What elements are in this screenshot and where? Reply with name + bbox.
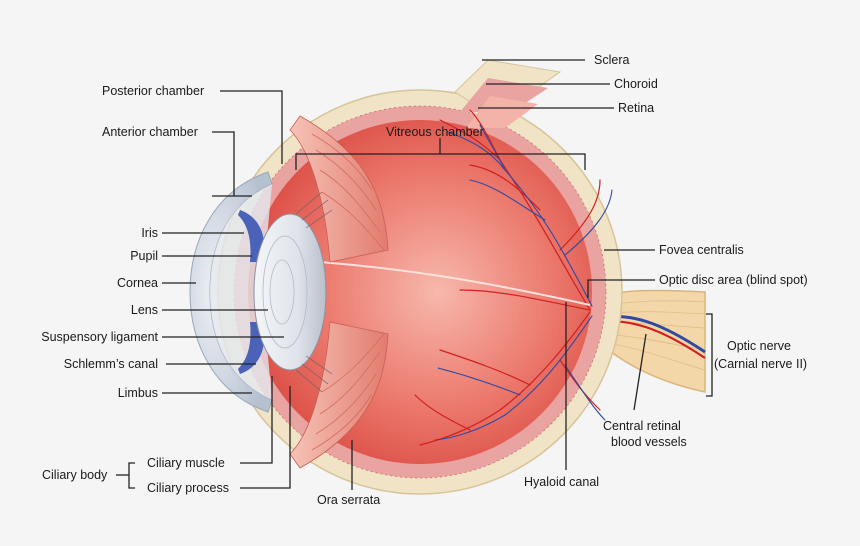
- suspensory-ligament-shape: [295, 191, 333, 393]
- label-cornea: Cornea: [117, 276, 158, 290]
- label-retina: Retina: [618, 101, 654, 115]
- label-suspensory-ligament: Suspensory ligament: [41, 330, 158, 344]
- label-ciliary-process: Ciliary process: [147, 481, 229, 495]
- ciliary-body-shape: [289, 115, 389, 469]
- label-limbus: Limbus: [118, 386, 158, 400]
- label-anterior-chamber: Anterior chamber: [102, 125, 198, 139]
- retinal-vessels: [414, 109, 613, 446]
- label-optic-nerve-line1: Optic nerve: [727, 339, 791, 353]
- label-lens: Lens: [131, 303, 158, 317]
- label-iris: Iris: [141, 226, 158, 240]
- label-pupil: Pupil: [130, 249, 158, 263]
- label-central-retinal-line1: Central retinal: [603, 419, 681, 433]
- label-leader-lines: [116, 59, 713, 490]
- label-optic-disc-area: Optic disc area (blind spot): [659, 273, 808, 287]
- hyaloid-canal-shape: [319, 261, 591, 306]
- label-ciliary-muscle: Ciliary muscle: [147, 456, 225, 470]
- lens-shape: [253, 213, 327, 371]
- label-central-retinal-line2: blood vessels: [611, 435, 687, 449]
- label-schlemms-canal: Schlemm’s canal: [64, 357, 158, 371]
- label-ciliary-body: Ciliary body: [42, 468, 108, 482]
- iris-shape: [238, 210, 265, 262]
- label-hyaloid-canal: Hyaloid canal: [524, 475, 599, 489]
- label-ora-serrata: Ora serrata: [317, 493, 380, 507]
- label-posterior-chamber: Posterior chamber: [102, 84, 204, 98]
- label-fovea-centralis: Fovea centralis: [659, 243, 744, 257]
- label-sclera: Sclera: [594, 53, 629, 67]
- label-vitreous-chamber: Vitreous chamber: [386, 125, 484, 139]
- label-optic-nerve-line2: (Carnial nerve II): [714, 357, 807, 371]
- label-choroid: Choroid: [614, 77, 658, 91]
